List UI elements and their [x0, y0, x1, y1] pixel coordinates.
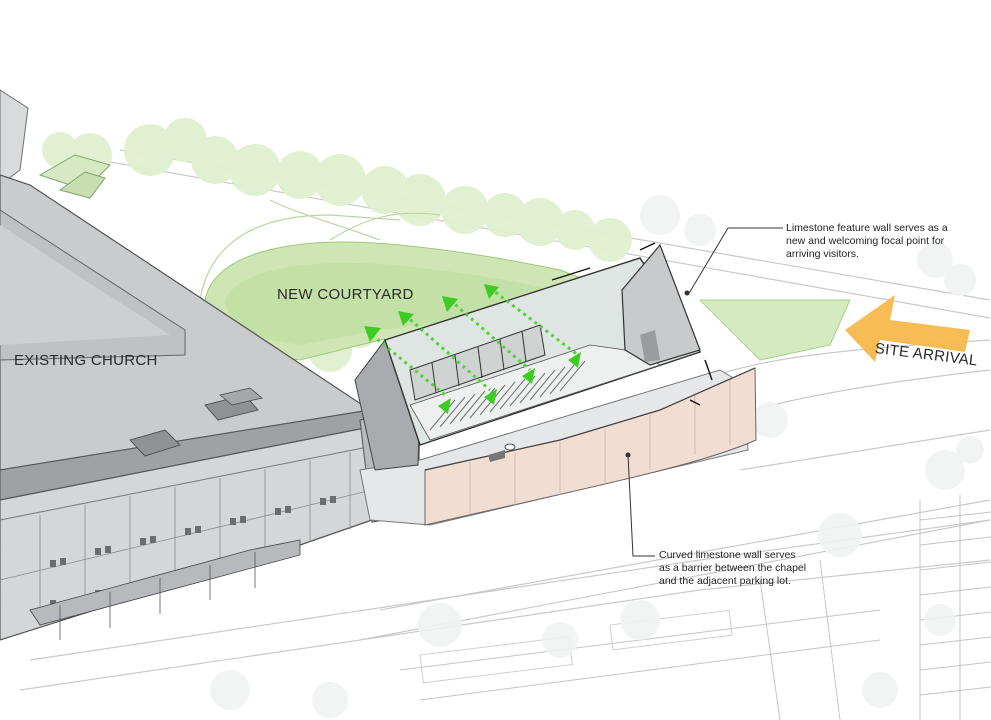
annotation-line: and the adjacent parking lot.	[659, 575, 791, 587]
annotation-line: Curved limestone wall serves	[659, 549, 796, 561]
existing-church-label: EXISTING CHURCH	[14, 352, 158, 369]
parking-lot	[399, 495, 991, 720]
annotation-line: as a barrier between the chapel	[659, 562, 807, 574]
new-courtyard-label: NEW COURTYARD	[277, 286, 414, 303]
limestone-feature-annotation: Limestone feature wall serves as a new a…	[786, 222, 948, 261]
chapel	[354, 242, 757, 526]
pergola	[38, 154, 111, 199]
curved-limestone-wall	[424, 367, 757, 526]
annotation-line: arriving visitors.	[786, 248, 859, 260]
annotation-line: Limestone feature wall serves as a	[786, 222, 948, 234]
annotation-line: new and welcoming focal point for	[786, 235, 945, 247]
annotation-leaders	[627, 227, 783, 557]
arrow-left-icon	[845, 295, 970, 362]
courtyard-lawn-inner	[225, 262, 550, 345]
airflow-arrows	[364, 284, 581, 414]
arrow-triangle-icon	[364, 284, 581, 414]
side-lawn	[698, 299, 851, 361]
garden-paths	[199, 199, 441, 301]
curved-wall-annotation: Curved limestone wall serves as a barrie…	[659, 549, 806, 588]
existing-church	[0, 89, 421, 641]
tree-outlines	[210, 195, 984, 718]
